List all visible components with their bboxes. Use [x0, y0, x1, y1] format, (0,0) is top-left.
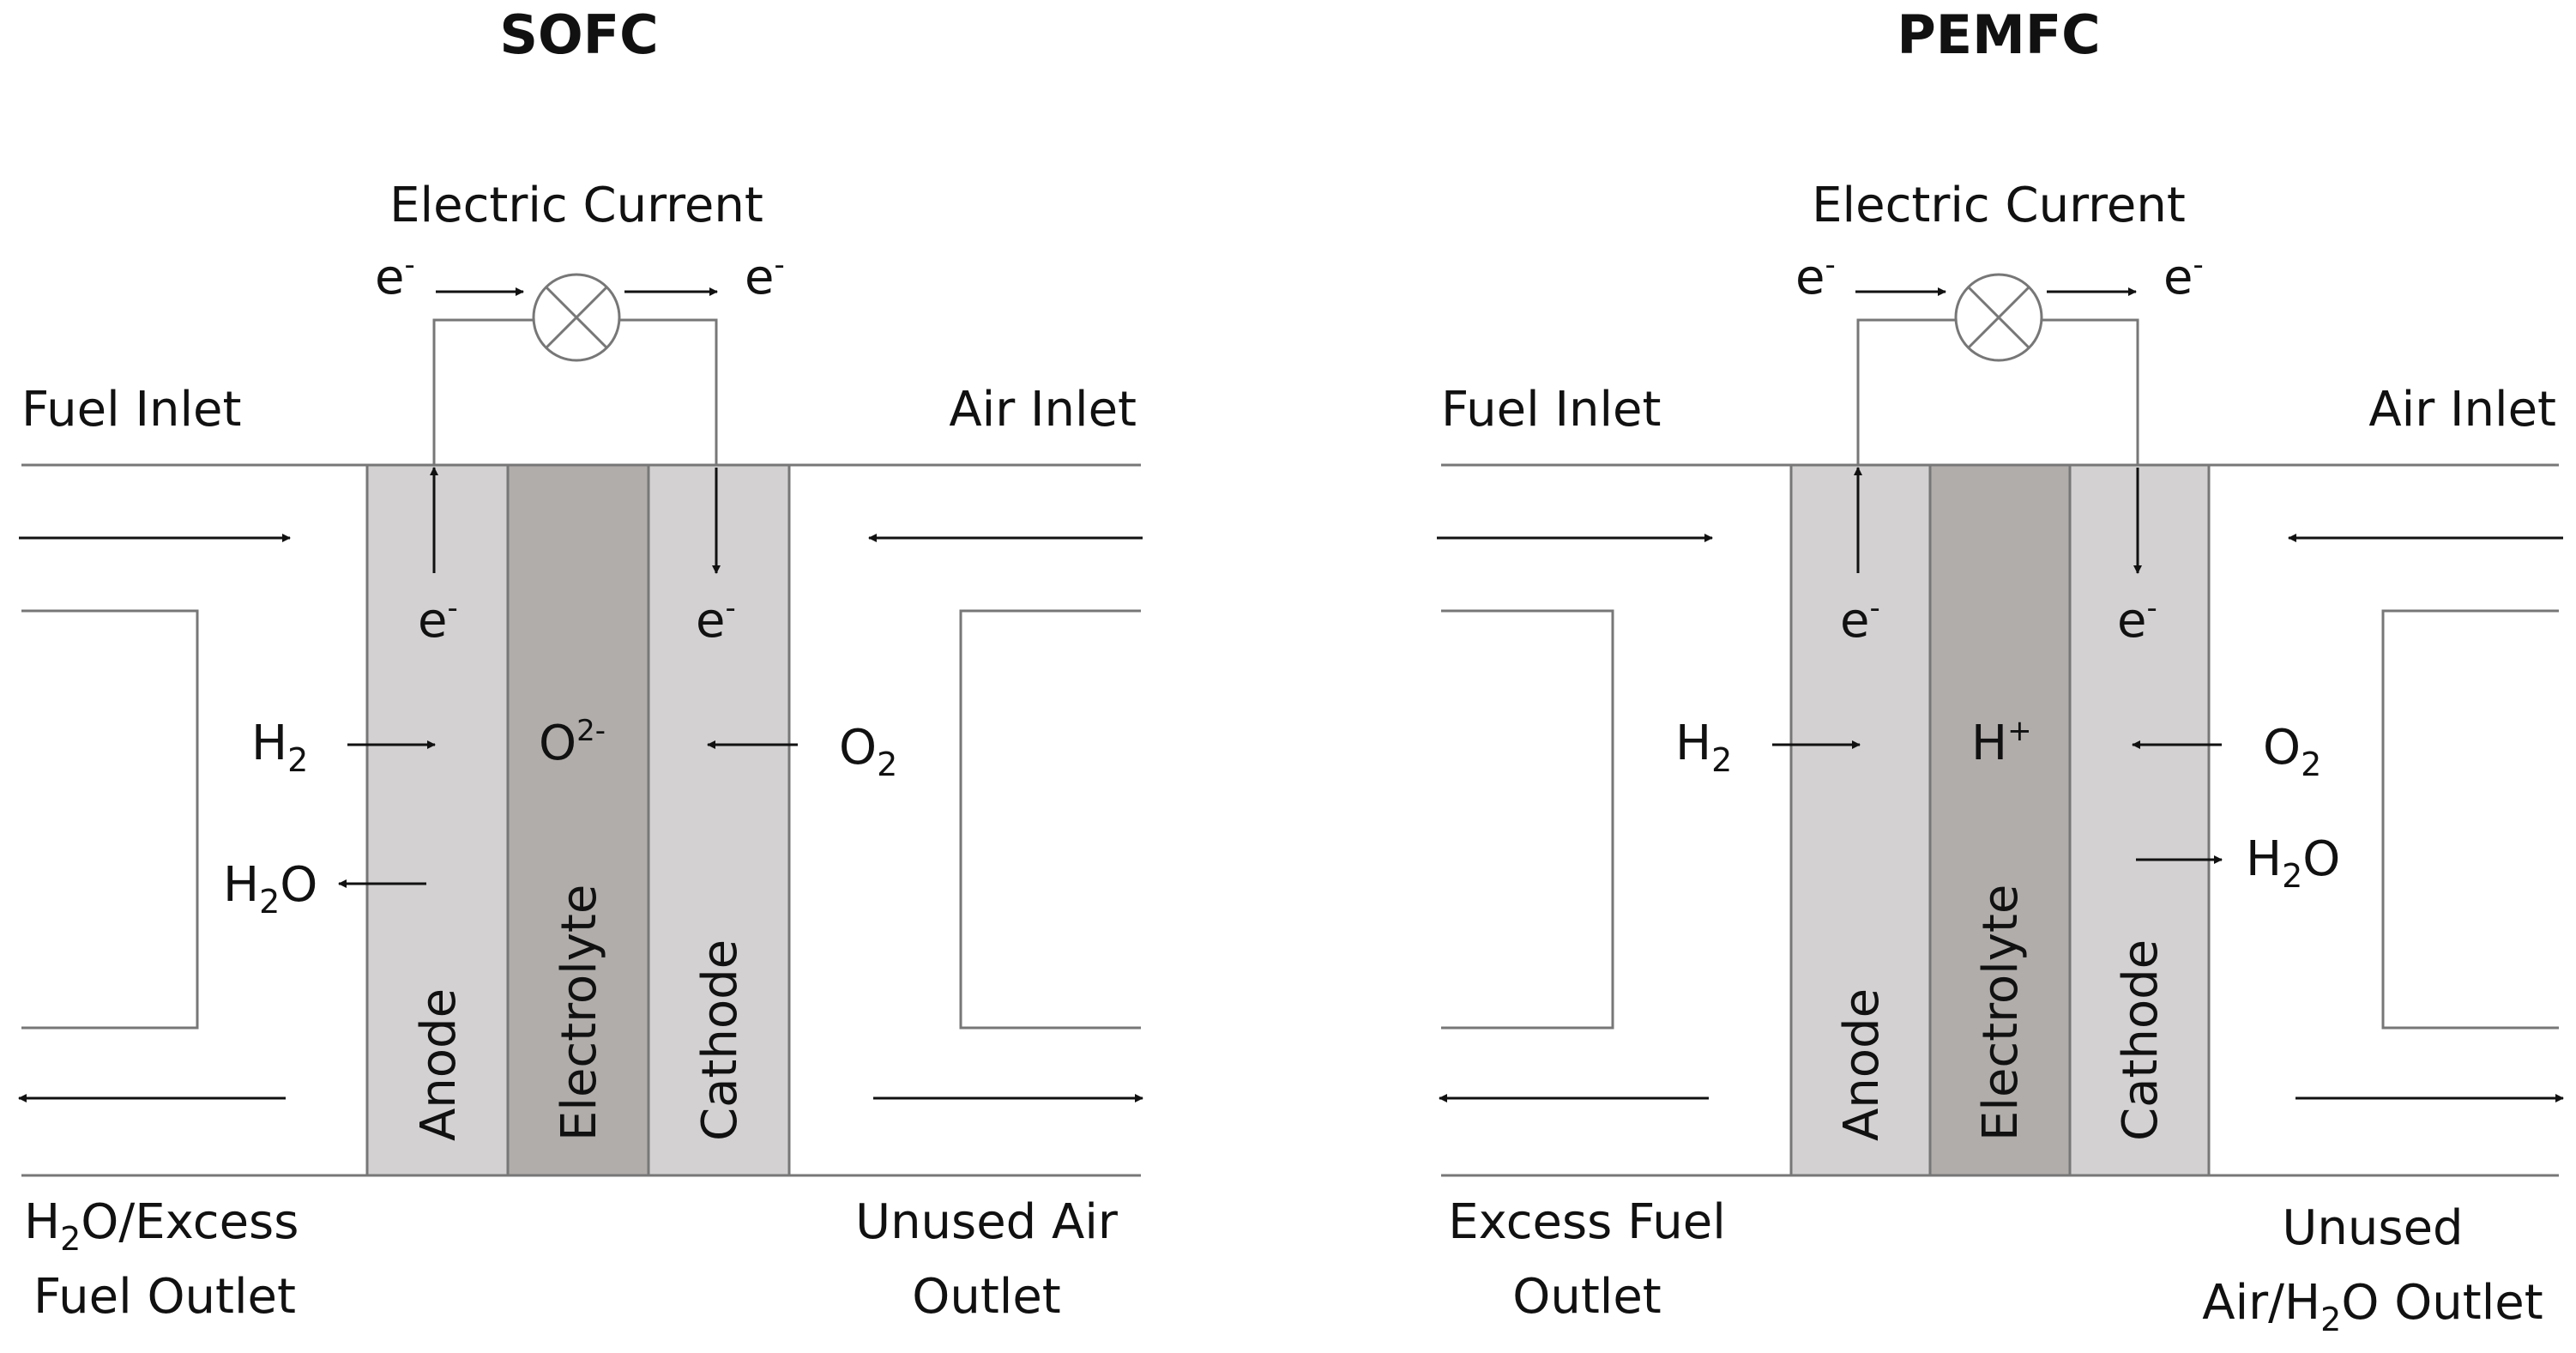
electron-label: e-: [1840, 591, 1880, 649]
fuel-outlet-label: Excess Fuel: [1448, 1194, 1726, 1250]
air-outlet-label: Unused: [2282, 1200, 2463, 1256]
electron-label: e-: [2117, 591, 2157, 649]
circuit-wire-left: [1856, 318, 1956, 465]
electron-label: e-: [375, 248, 415, 305]
air-inlet-label: Air Inlet: [949, 382, 1137, 438]
electron-label: e-: [418, 591, 458, 649]
h2-label: H2: [251, 716, 308, 779]
load-lamp-icon: [532, 273, 621, 362]
electric-current-label: Electric Current: [1812, 178, 2186, 233]
anode-label: Anode: [1834, 988, 1890, 1141]
electron-label: e-: [1795, 248, 1836, 305]
electric-current-label: Electric Current: [389, 178, 763, 233]
fuel-outlet-label-line2: Fuel Outlet: [33, 1269, 296, 1325]
cathode-layer: [647, 463, 791, 1177]
electron-label: e-: [745, 248, 785, 305]
circuit-wire-left: [432, 318, 534, 465]
electron-label: e-: [696, 591, 736, 649]
fuel-outlet-label: H2O/Excess: [24, 1194, 299, 1258]
h2o-label: H2O: [223, 857, 317, 921]
electron-label: e-: [2163, 248, 2204, 305]
circuit-wire-right: [619, 318, 718, 465]
air-outlet-label-line2: Air/H2O Outlet: [2202, 1275, 2543, 1338]
cathode-label: Cathode: [692, 939, 748, 1141]
fuel-outlet-label-line2: Outlet: [1512, 1269, 1662, 1325]
anode-label: Anode: [411, 988, 467, 1141]
circuit-wire-right: [2042, 318, 2139, 465]
h2-label: H2: [1675, 716, 1732, 779]
panel-title: PEMFC: [1897, 3, 2100, 66]
ion-label: O2-: [539, 714, 606, 771]
air-outlet-label: Unused Air: [855, 1194, 1119, 1250]
anode-layer: [365, 463, 510, 1177]
anode-layer: [1789, 463, 1932, 1177]
load-lamp-icon: [1954, 273, 2043, 362]
fuel-inlet-label: Fuel Inlet: [1441, 382, 1661, 438]
o2-label: O2: [2263, 720, 2321, 783]
fuel-inlet-label: Fuel Inlet: [21, 382, 241, 438]
panel-title: SOFC: [499, 3, 658, 66]
h2o-label: H2O: [2246, 831, 2340, 895]
cathode-label: Cathode: [2113, 939, 2169, 1141]
electrolyte-label: Electrolyte: [552, 885, 607, 1141]
electrolyte-label: Electrolyte: [1973, 885, 2029, 1141]
pemfc-panel: PEMFC Anode Electrolyte Cathode Electric…: [1437, 3, 2564, 1338]
sofc-panel: SOFC Anode Electrolyte Cathode Electric …: [18, 3, 1143, 1325]
ion-label: H+: [1971, 714, 2032, 771]
air-inlet-label: Air Inlet: [2368, 382, 2556, 438]
cathode-layer: [2068, 463, 2211, 1177]
electrolyte-layer: [506, 463, 650, 1177]
air-outlet-label-line2: Outlet: [912, 1269, 1061, 1325]
o2-label: O2: [839, 720, 897, 783]
